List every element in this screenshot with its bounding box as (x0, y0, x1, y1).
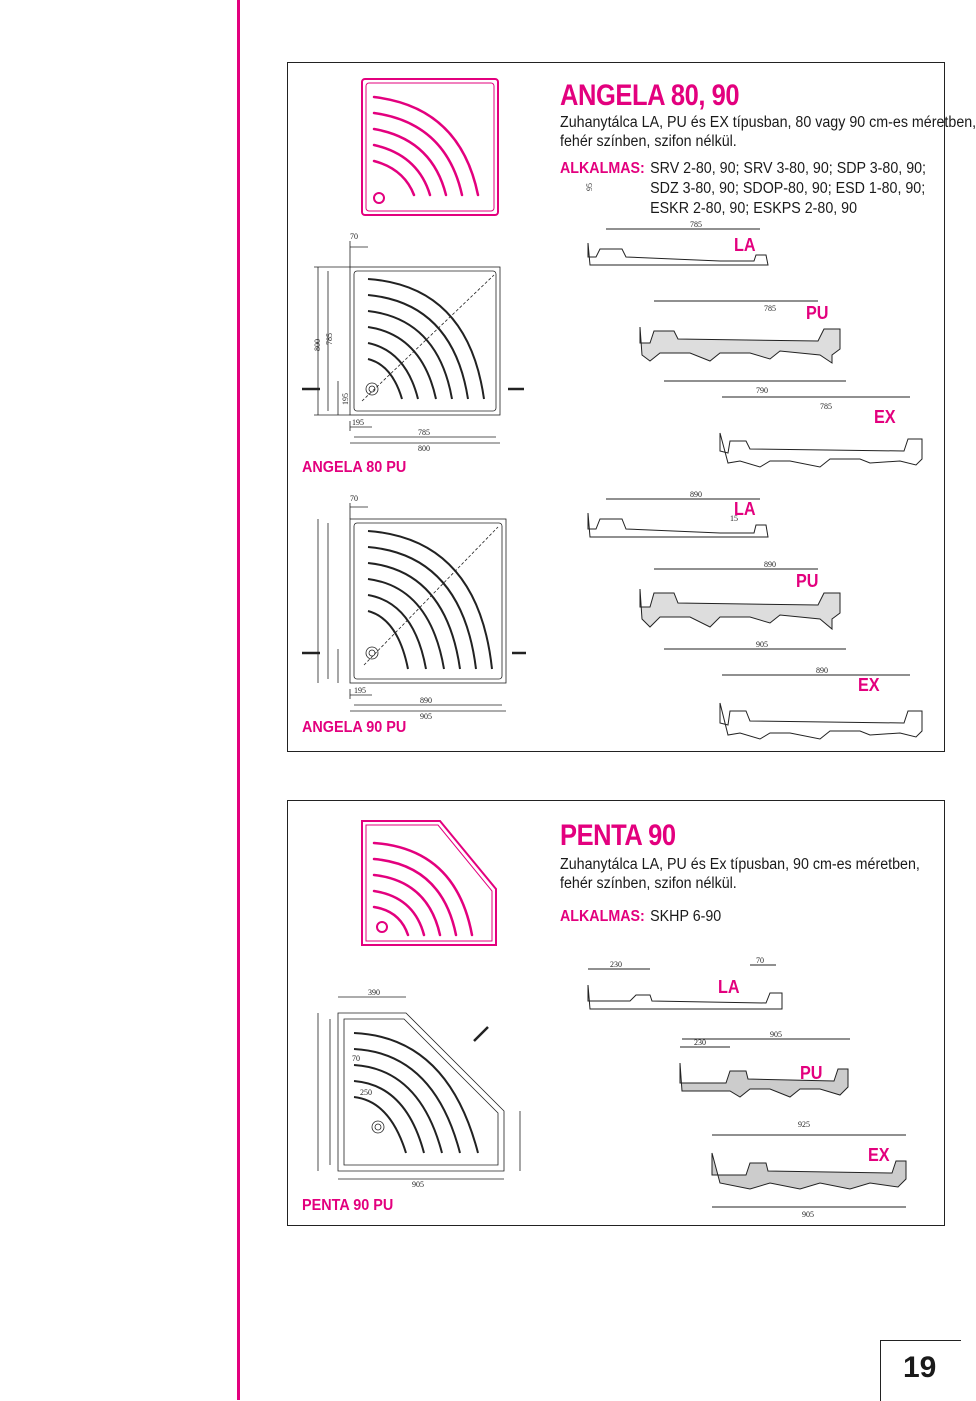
svg-text:890: 890 (764, 560, 776, 569)
svg-text:15: 15 (730, 514, 738, 523)
svg-text:905: 905 (802, 1210, 814, 1219)
angela80-profiles: 95 785 785 790 785 15 (585, 183, 923, 523)
desc-line: Zuhanytálca LA, PU és EX típusban, 80 va… (560, 114, 976, 131)
svg-text:890: 890 (420, 696, 432, 705)
page-number: 19 (903, 1351, 937, 1384)
angela80-la-label: LA (734, 235, 756, 255)
angela80-pu-label: PU (806, 303, 829, 323)
penta-ex-label: EX (868, 1145, 890, 1165)
penta-thumbnail-icon (361, 820, 497, 946)
svg-text:785: 785 (690, 220, 702, 229)
penta-description: Zuhanytálca LA, PU és Ex típusban, 90 cm… (560, 855, 920, 893)
svg-text:800: 800 (313, 339, 322, 351)
angela90-ex-label: EX (858, 675, 880, 695)
angela90-profiles: 890 890 905 890 (587, 490, 923, 740)
penta-section: PENTA 90 Zuhanytálca LA, PU és Ex típusb… (287, 800, 945, 1226)
angela-title: ANGELA 80, 90 (560, 79, 740, 112)
svg-text:890: 890 (816, 666, 828, 675)
desc-line: Zuhanytálca LA, PU és Ex típusban, 90 cm… (560, 856, 920, 873)
svg-text:230: 230 (610, 960, 622, 969)
svg-text:800: 800 (418, 444, 430, 453)
apply-line: SRV 2-80, 90; SRV 3-80, 90; SDP 3-80, 90… (650, 160, 927, 177)
svg-text:250: 250 (360, 1088, 372, 1097)
svg-text:790: 790 (756, 386, 768, 395)
angela90-pu-label: PU (796, 571, 819, 591)
svg-text:70: 70 (756, 956, 764, 965)
svg-text:95: 95 (585, 183, 594, 191)
apply-label: ALKALMAS: (560, 908, 645, 925)
apply-line: ESKR 2-80, 90; ESKPS 2-80, 90 (650, 200, 858, 217)
penta-plan-drawing: 390 70 250 905 (317, 988, 521, 1189)
apply-line: SDZ 3-80, 90; SDOP-80, 90; ESD 1-80, 90; (650, 180, 926, 197)
svg-text:230: 230 (694, 1038, 706, 1047)
apply-label: ALKALMAS: (560, 160, 645, 177)
angela90-label: ANGELA 90 PU (302, 719, 407, 736)
margin-rule (237, 0, 240, 1400)
penta-pu-label: PU (800, 1063, 823, 1083)
angela90-la-label: LA (734, 499, 756, 519)
svg-text:785: 785 (764, 304, 776, 313)
svg-text:905: 905 (412, 1180, 424, 1189)
svg-text:925: 925 (798, 1120, 810, 1129)
penta-la-label: LA (718, 977, 740, 997)
angela-description: Zuhanytálca LA, PU és EX típusban, 80 va… (560, 113, 976, 151)
svg-text:195: 195 (354, 686, 366, 695)
svg-text:70: 70 (350, 232, 358, 241)
angela80-label: ANGELA 80 PU (302, 459, 407, 476)
svg-text:890: 890 (690, 490, 702, 499)
angela-thumbnail-icon (361, 78, 499, 216)
penta-compatibility: ALKALMAS: SKHP 6-90 (560, 907, 721, 927)
angela-section: ANGELA 80, 90 Zuhanytálca LA, PU és EX t… (287, 62, 976, 752)
svg-text:390: 390 (368, 988, 380, 997)
svg-text:905: 905 (420, 712, 432, 721)
apply-line: SKHP 6-90 (650, 908, 722, 925)
svg-text:70: 70 (350, 494, 358, 503)
page-number-box: 19 (880, 1340, 961, 1401)
svg-text:195: 195 (341, 393, 350, 405)
penta-label: PENTA 90 PU (302, 1197, 394, 1214)
angela-compatibility: ALKALMAS: SRV 2-80, 90; SRV 3-80, 90; SDP… (560, 159, 926, 219)
penta-profiles: 230 70 905 230 925 905 (587, 956, 907, 1219)
desc-line: fehér színben, szifon nélkül. (560, 133, 737, 150)
angela80-plan-drawing: 70 800 785 195 195 785 800 (302, 232, 524, 453)
svg-text:70: 70 (352, 1054, 360, 1063)
svg-text:905: 905 (770, 1030, 782, 1039)
angela80-ex-label: EX (874, 407, 896, 427)
angela90-plan-drawing: 70 195 890 905 (302, 494, 526, 721)
svg-text:785: 785 (820, 402, 832, 411)
svg-text:785: 785 (418, 428, 430, 437)
svg-text:195: 195 (352, 418, 364, 427)
svg-text:905: 905 (756, 640, 768, 649)
svg-text:785: 785 (325, 333, 334, 345)
penta-title: PENTA 90 (560, 819, 676, 852)
desc-line: fehér színben, szifon nélkül. (560, 875, 737, 892)
